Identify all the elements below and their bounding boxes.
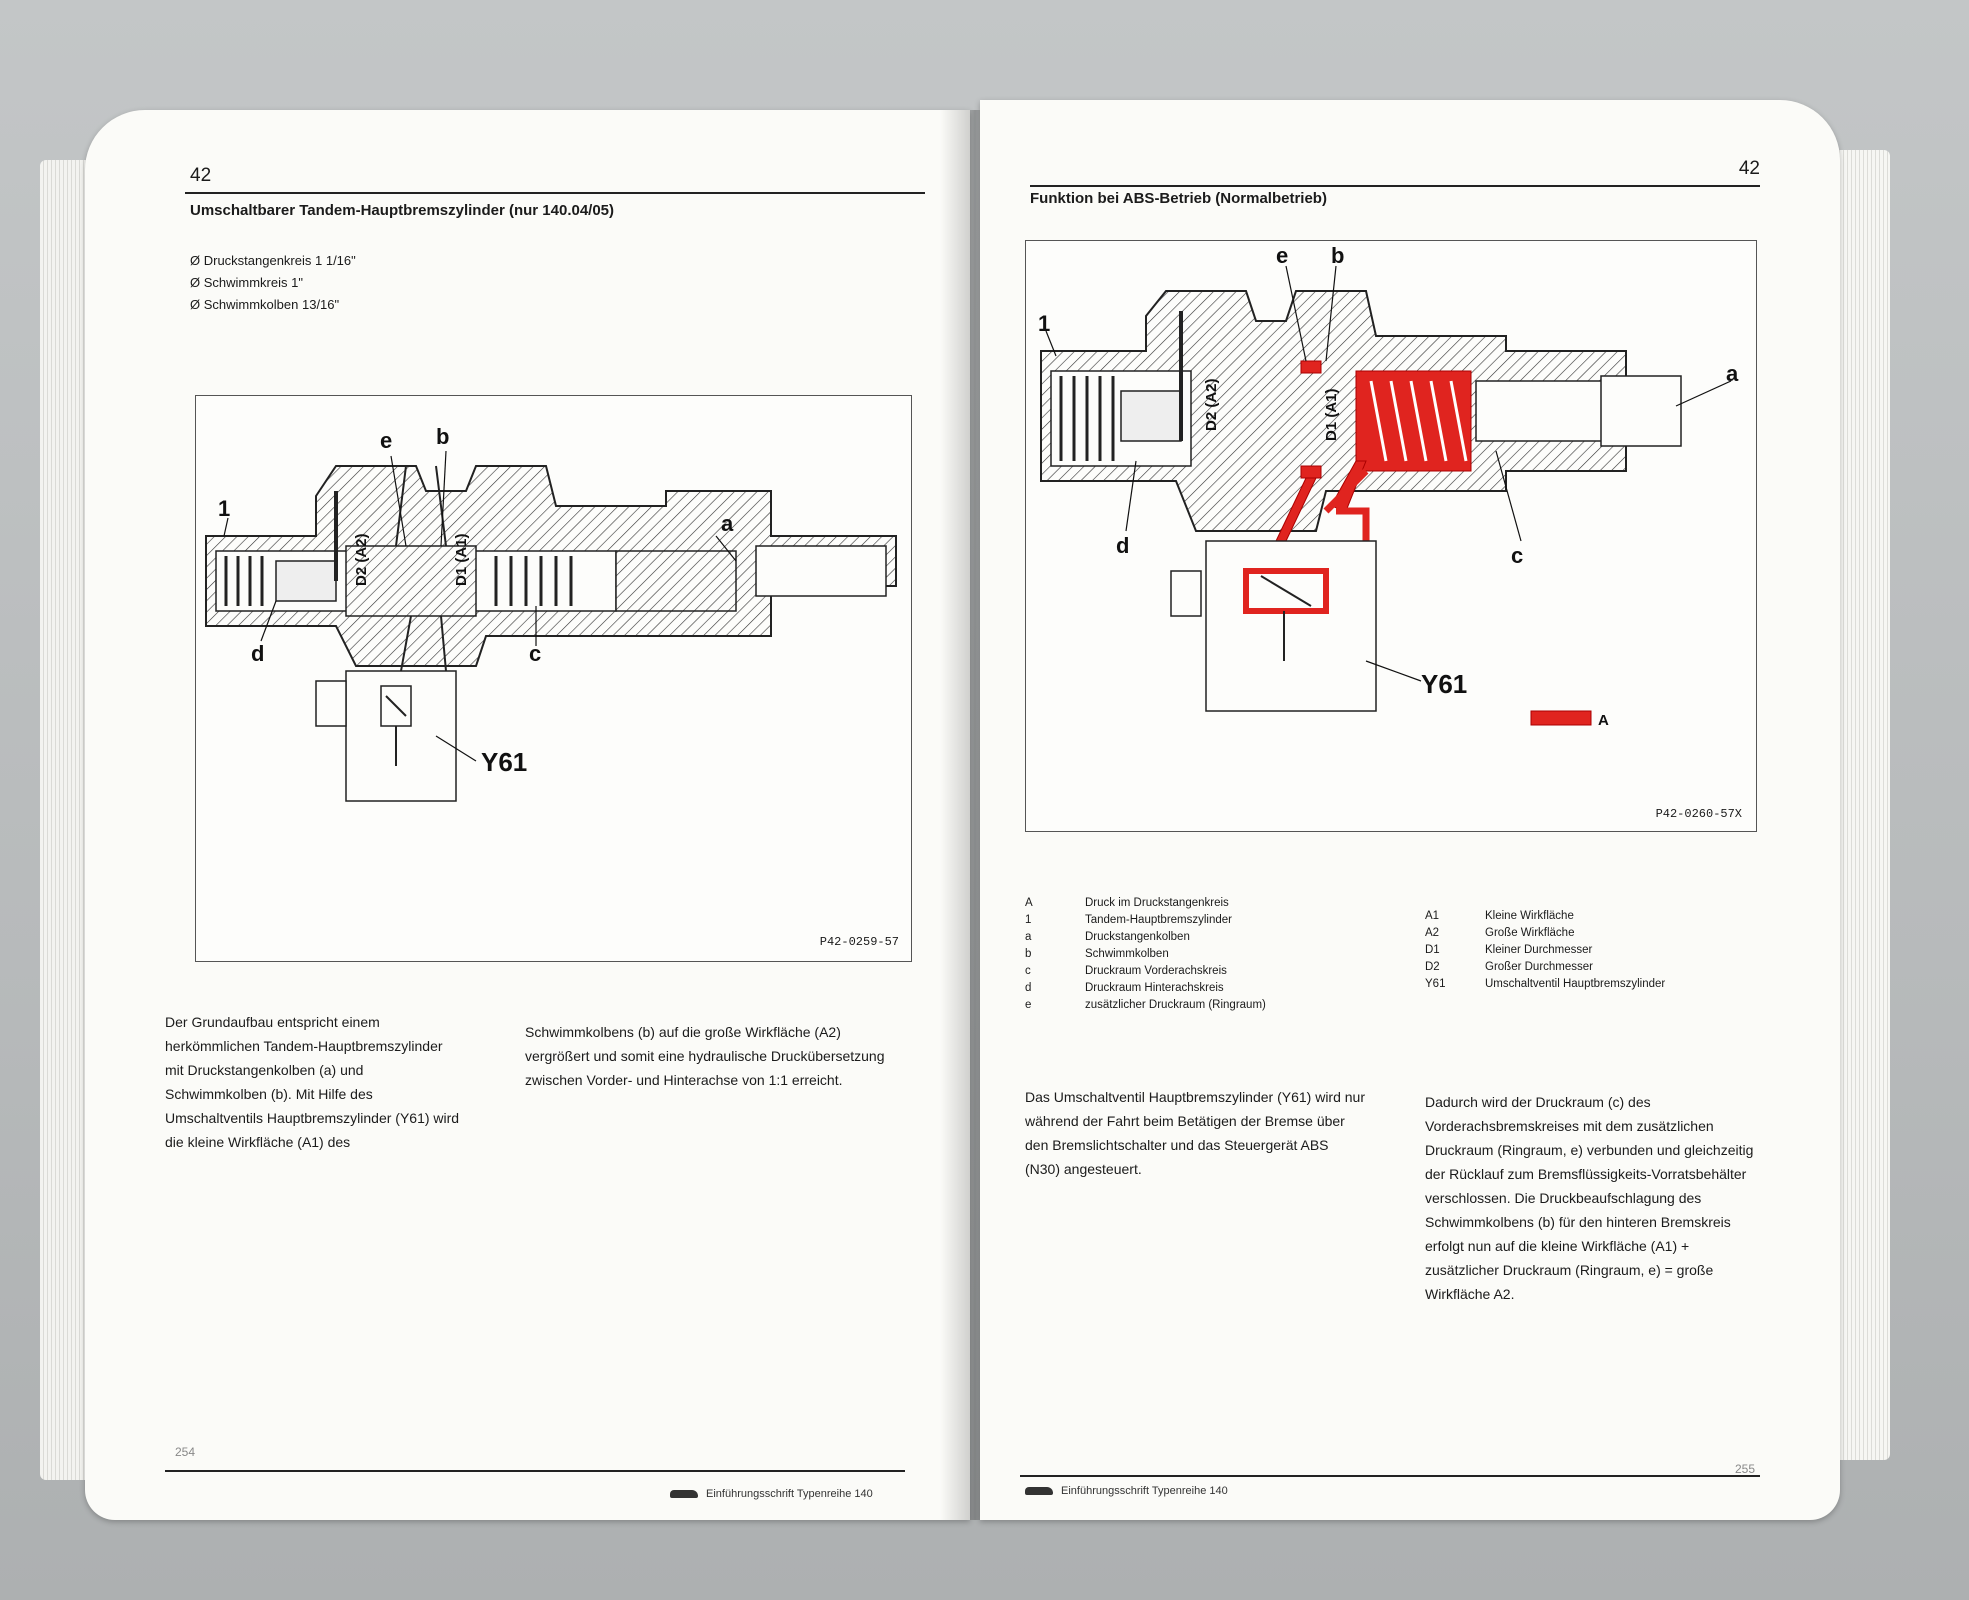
body-text-col2: Dadurch wird der Druckraum (c) des Vorde… bbox=[1425, 1094, 1754, 1302]
label-d2-a2: D2 (A2) bbox=[1203, 378, 1220, 431]
page-number: 42 bbox=[190, 165, 212, 186]
car-icon bbox=[1025, 1487, 1053, 1495]
label-y61: Y61 bbox=[481, 747, 527, 777]
legend-swatch-a bbox=[1530, 710, 1592, 726]
label-c: c bbox=[529, 641, 541, 666]
label-a: a bbox=[721, 511, 734, 536]
header-rule bbox=[185, 192, 925, 194]
spec-item: Ø Schwimmkreis 1" bbox=[190, 275, 303, 290]
label-d1-a1: D1 (A1) bbox=[453, 533, 470, 586]
spec-item: Ø Druckstangenkreis 1 1/16" bbox=[190, 253, 356, 268]
spec-list: Ø Druckstangenkreis 1 1/16" Ø Schwimmkre… bbox=[190, 250, 356, 316]
label-d: d bbox=[251, 641, 264, 666]
header-rule bbox=[1030, 185, 1760, 187]
figure-reference: P42-0259-57 bbox=[819, 935, 899, 949]
footer-rule bbox=[165, 1470, 905, 1472]
label-e: e bbox=[1276, 243, 1288, 268]
label-y61: Y61 bbox=[1421, 669, 1467, 699]
figure-abs-mode: e b 1 a D2 (A2) D1 (A1) d c Y61 A P42-02… bbox=[1025, 240, 1757, 832]
right-page: 42 Funktion bei ABS-Betrieb (Normalbetri… bbox=[980, 100, 1840, 1520]
label-d1-a1: D1 (A1) bbox=[1323, 388, 1340, 441]
footer-page-number: 254 bbox=[175, 1445, 196, 1459]
footer-title: Einführungsschrift Typenreihe 140 bbox=[706, 1488, 873, 1500]
page-number: 42 bbox=[1738, 158, 1760, 179]
footer-brand: Einführungsschrift Typenreihe 140 bbox=[670, 1488, 873, 1500]
footer-title: Einführungsschrift Typenreihe 140 bbox=[1061, 1485, 1228, 1497]
label-d2-a2: D2 (A2) bbox=[353, 533, 370, 586]
label-1: 1 bbox=[218, 496, 230, 521]
label-c: c bbox=[1511, 543, 1523, 568]
cylinder-diagram-abs: e b 1 a D2 (A2) D1 (A1) d c Y61 A bbox=[1038, 243, 1739, 729]
body-text-col1: Der Grundaufbau entspricht einem herkömm… bbox=[165, 1014, 460, 1150]
body-text-col1: Das Umschaltventil Hauptbremszylinder (Y… bbox=[1025, 1089, 1366, 1177]
figure-reference: P42-0260-57X bbox=[1655, 807, 1742, 821]
footer-page-number: 255 bbox=[1735, 1462, 1756, 1476]
section-heading: Funktion bei ABS-Betrieb (Normalbetrieb) bbox=[1030, 190, 1327, 207]
label-a: a bbox=[1726, 361, 1739, 386]
body-text-col2: Schwimmkolbens (b) auf die große Wirkflä… bbox=[525, 1024, 885, 1088]
footer-brand: Einführungsschrift Typenreihe 140 bbox=[1025, 1485, 1228, 1497]
cylinder-diagram: 1 e b a d c D2 (A2) D1 (A1) Y61 bbox=[205, 424, 897, 802]
section-heading: Umschaltbarer Tandem-Hauptbremszylinder … bbox=[190, 202, 615, 219]
label-b: b bbox=[1331, 243, 1344, 268]
label-e: e bbox=[380, 428, 392, 453]
figure-master-cylinder: 1 e b a d c D2 (A2) D1 (A1) Y61 P42-0259… bbox=[195, 395, 912, 962]
spec-item: Ø Schwimmkolben 13/16" bbox=[190, 297, 340, 312]
car-icon bbox=[670, 1490, 698, 1498]
footer-rule bbox=[1020, 1475, 1760, 1477]
label-a-legend: A bbox=[1598, 712, 1609, 729]
label-d: d bbox=[1116, 533, 1129, 558]
label-b: b bbox=[436, 424, 449, 449]
label-1: 1 bbox=[1038, 311, 1050, 336]
left-page: 42 Umschaltbarer Tandem-Hauptbremszylind… bbox=[85, 110, 970, 1520]
